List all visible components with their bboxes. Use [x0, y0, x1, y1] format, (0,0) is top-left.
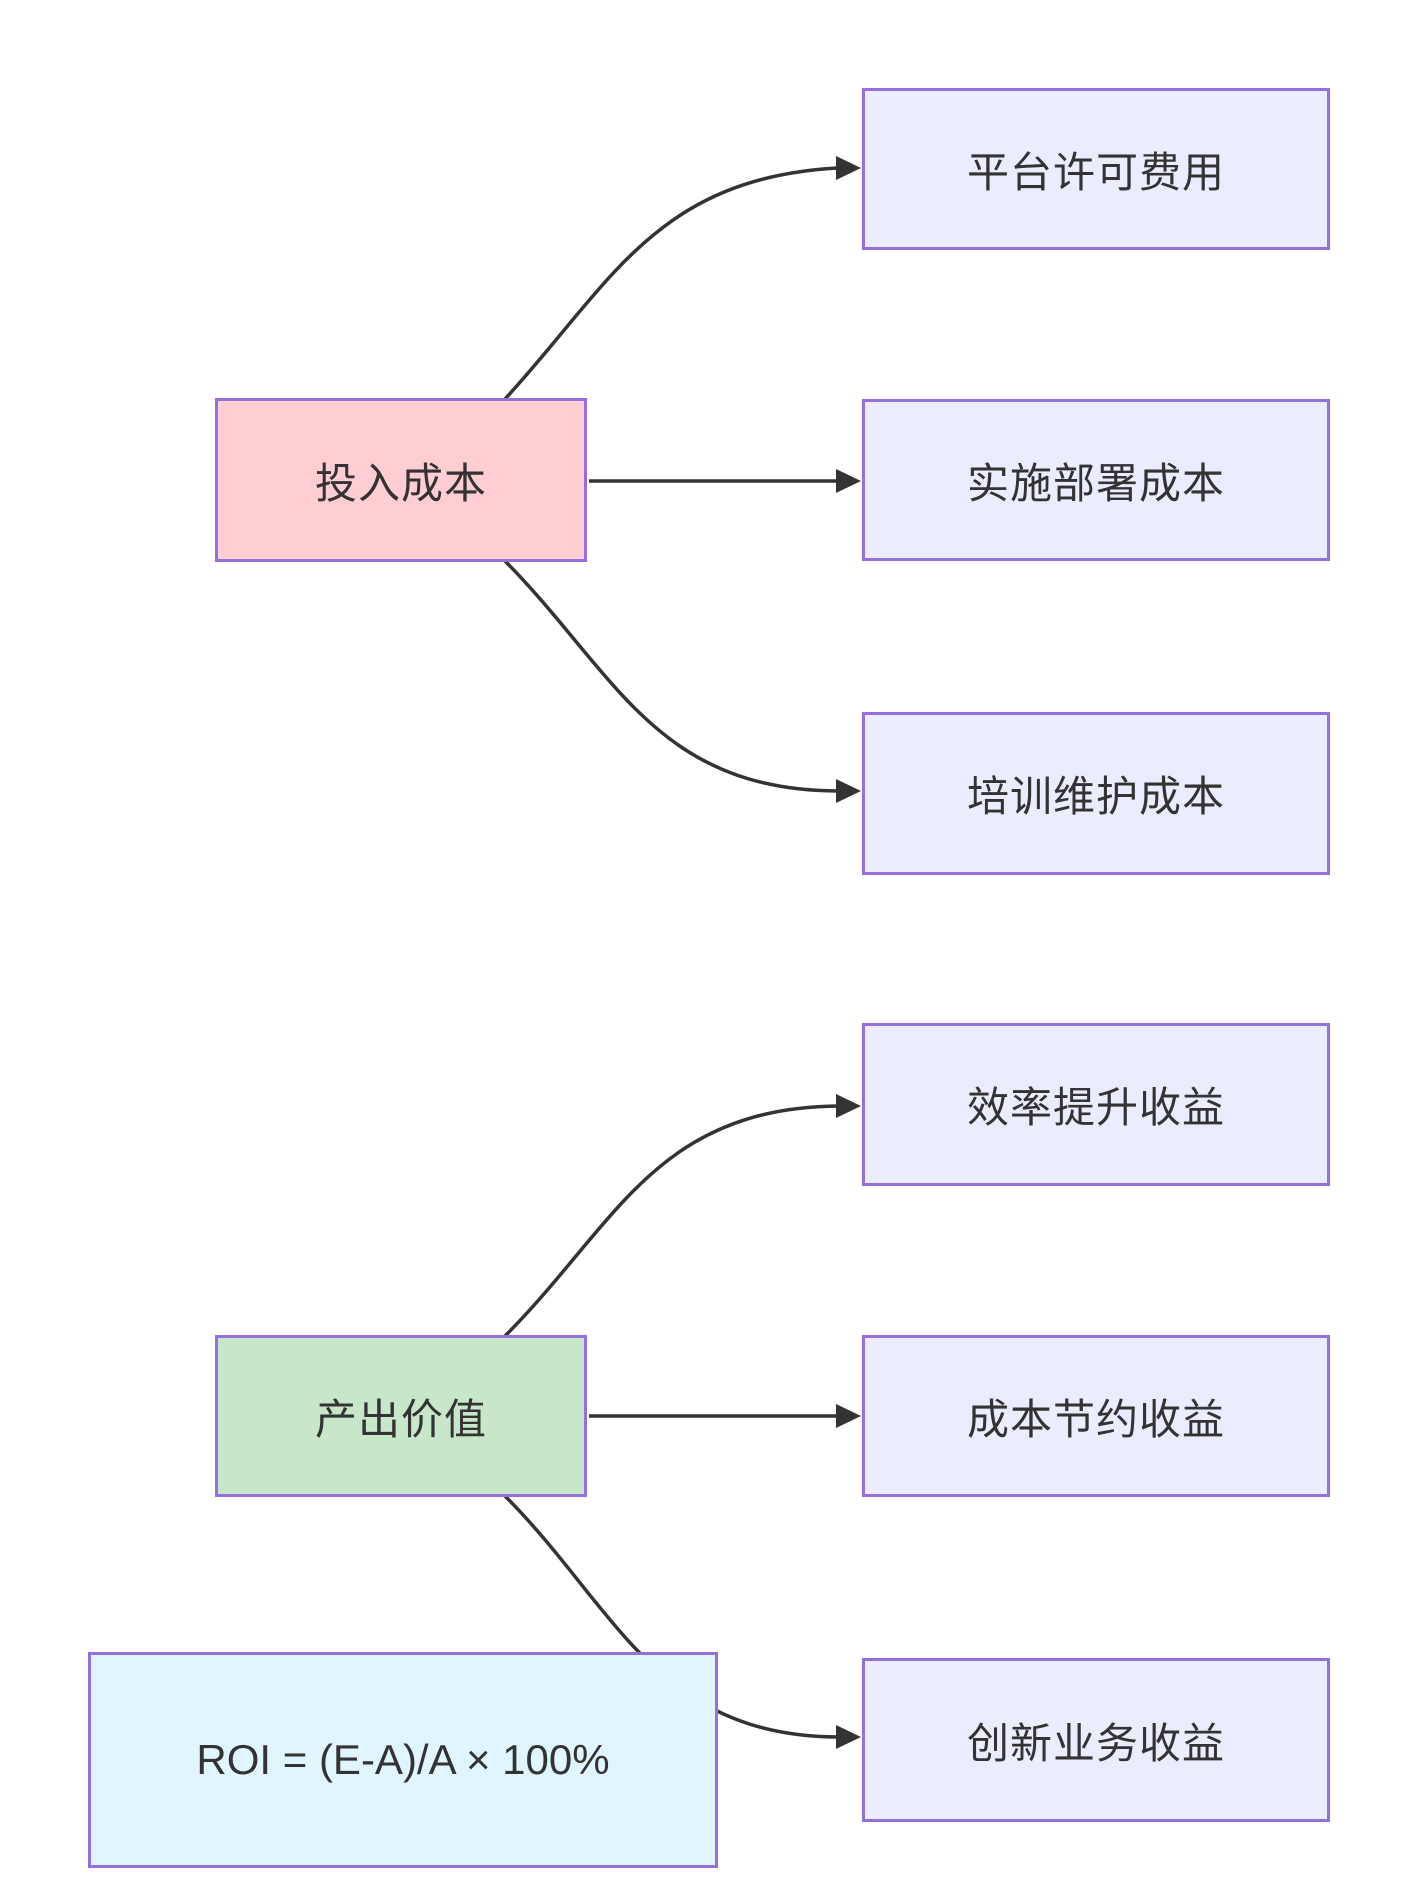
node-input-cost-label: 投入成本	[314, 459, 487, 507]
edge-input-cost-to-training-cost	[503, 559, 839, 793]
node-innovation-revenue: 创新业务收益	[862, 1658, 1330, 1822]
node-output-value: 产出价值	[215, 1335, 587, 1497]
edge-input-cost-to-platform-license	[503, 166, 839, 401]
node-roi-formula: ROI = (E-A)/A × 100%	[88, 1652, 718, 1868]
node-training-cost: 培训维护成本	[862, 712, 1330, 875]
node-input-cost: 投入成本	[215, 398, 587, 562]
node-training-cost-label: 培训维护成本	[966, 773, 1225, 820]
arrowhead-training-cost	[836, 779, 861, 803]
arrowhead-platform-license	[836, 156, 861, 180]
edge-output-value-to-efficiency-gain	[503, 1104, 839, 1338]
node-deployment-cost-label: 实施部署成本	[966, 459, 1225, 507]
arrowhead-deployment-cost	[836, 469, 861, 493]
node-innovation-revenue-label: 创新业务收益	[966, 1719, 1225, 1767]
node-roi-formula-label: ROI = (E-A)/A × 100%	[196, 1736, 610, 1783]
arrowhead-cost-saving	[836, 1404, 861, 1428]
node-cost-saving: 成本节约收益	[862, 1335, 1330, 1497]
node-platform-license: 平台许可费用	[862, 88, 1330, 250]
node-efficiency-gain: 效率提升收益	[862, 1023, 1330, 1186]
node-output-value-label: 产出价值	[314, 1395, 487, 1443]
arrowhead-innovation-revenue	[836, 1725, 861, 1749]
node-cost-saving-label: 成本节约收益	[966, 1395, 1225, 1443]
node-efficiency-gain-label: 效率提升收益	[966, 1084, 1225, 1131]
node-deployment-cost: 实施部署成本	[862, 399, 1330, 561]
node-platform-license-label: 平台许可费用	[966, 148, 1225, 196]
arrowhead-efficiency-gain	[836, 1094, 861, 1118]
